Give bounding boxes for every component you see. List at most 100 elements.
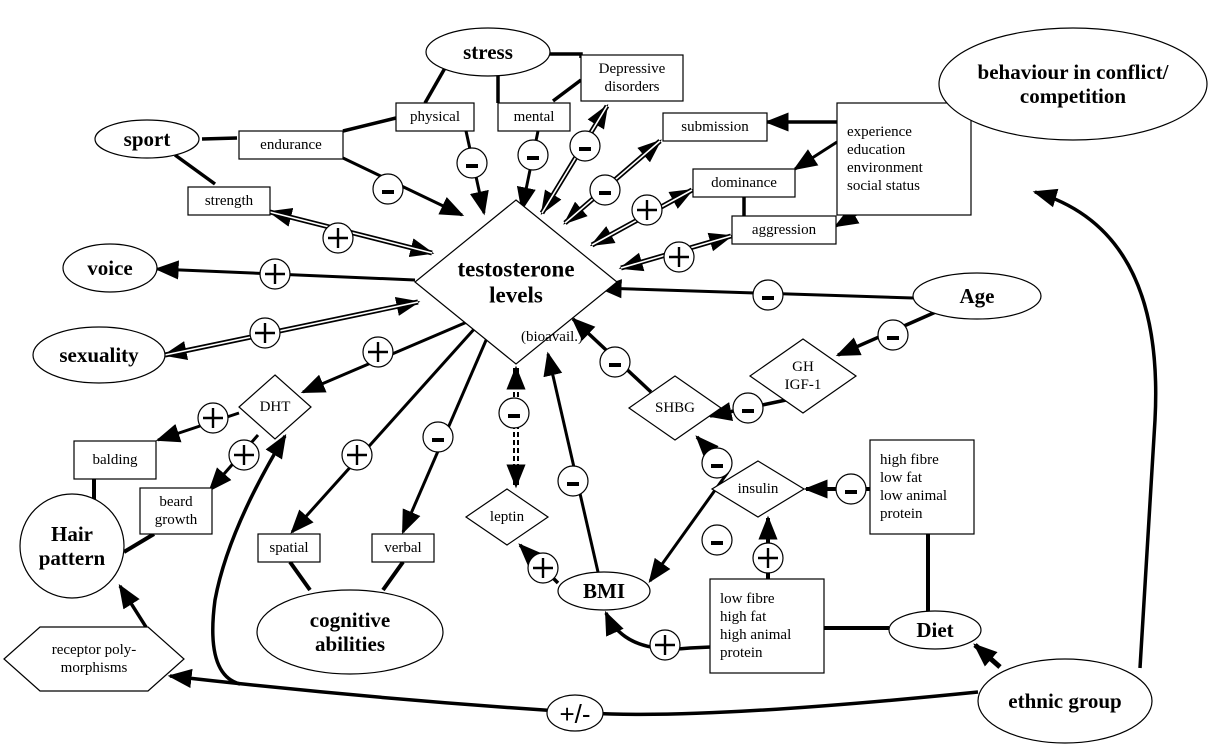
node-strength: strength [187, 186, 271, 216]
sign-plus-testosterone-sexuality [249, 317, 281, 349]
sign-minus-mental-testosterone [517, 139, 549, 171]
node-label: protein [720, 645, 763, 661]
edge-spatial-to-cognitive [288, 560, 312, 592]
sign-label: +/- [559, 699, 590, 729]
node-shape-rect [187, 186, 271, 216]
node-label: submission [681, 119, 749, 135]
minus-glyph [609, 363, 621, 367]
sign-minus-testosterone-submission [589, 174, 621, 206]
edge-line [118, 583, 148, 628]
sign-plus-testosterone-spatial [341, 439, 373, 471]
sign-minus-insulin-shbg [701, 447, 733, 479]
node-endurance: endurance [238, 130, 344, 160]
node-label: protein [880, 506, 923, 522]
sign-badge [517, 139, 549, 171]
node-label: testosterone [457, 256, 574, 281]
node-stress: stress [425, 27, 551, 77]
node-shape-diamond [464, 488, 550, 546]
sign-minus-gh-shbg [732, 392, 764, 424]
sign-badge [752, 279, 784, 311]
sign-plus-bmi-leptin [527, 552, 559, 584]
node-voice: voice [62, 243, 158, 293]
node-ethnic: ethnic group [977, 658, 1153, 744]
sign-plus-testosterone-dht [362, 336, 394, 368]
minus-glyph [527, 156, 539, 160]
node-label: receptor poly- [52, 642, 137, 658]
node-label: experience [847, 124, 912, 140]
node-label: SHBG [655, 400, 695, 416]
node-insulin: insulin [710, 460, 806, 518]
edge-verbal-to-cognitive [381, 560, 405, 592]
edge-line [122, 532, 156, 554]
node-shape-diamond [710, 460, 806, 518]
edge-line [792, 140, 838, 171]
node-dominance: dominance [692, 168, 796, 198]
edge-endurance-to-physical [342, 116, 397, 133]
node-shape-hexagon [3, 626, 185, 692]
node-label: strength [205, 193, 254, 209]
node-label: sport [124, 127, 171, 151]
node-label: spatial [269, 540, 308, 556]
edge-receptor-to-hair [118, 583, 148, 628]
node-label: Depressive [599, 61, 666, 77]
node-label: verbal [384, 540, 421, 556]
plus-glyph [234, 445, 254, 465]
node-shape-ellipse [977, 658, 1153, 744]
edge-experience-to-dominance [792, 140, 838, 171]
node-shape-diamond [414, 199, 618, 365]
node-physical: physical [395, 102, 475, 132]
sign-plus-testosterone-strength [322, 222, 354, 254]
node-label: education [847, 142, 906, 158]
node-verbal: verbal [371, 533, 435, 563]
node-shape-circle [19, 493, 125, 599]
node-label: physical [410, 109, 460, 125]
node-dht: DHT [238, 374, 312, 440]
sign-plus-lowfibre-insulin [752, 542, 784, 574]
sign-badge [589, 174, 621, 206]
node-label: aggression [752, 222, 817, 238]
minus-glyph [508, 414, 520, 418]
node-leptin: leptin [464, 488, 550, 546]
node-shape-ellipse [938, 27, 1208, 141]
node-submission: submission [662, 112, 768, 142]
sign-badge [569, 130, 601, 162]
node-label: DHT [260, 399, 291, 415]
sign-minus-testosterone-depressive [569, 130, 601, 162]
node-sexuality: sexuality [32, 326, 166, 384]
node-label: voice [87, 256, 132, 280]
edge-line [551, 78, 583, 103]
sign-badge [599, 346, 631, 378]
edge-line [973, 643, 1002, 669]
minus-glyph [432, 438, 444, 442]
node-shape-rect [139, 487, 213, 535]
sign-plus-testosterone-aggression [663, 241, 695, 273]
node-bmi: BMI [557, 571, 651, 611]
node-label: endurance [260, 137, 322, 153]
sign-badge [701, 447, 733, 479]
node-label: low animal [880, 488, 947, 504]
node-shape-rect [580, 54, 684, 102]
node-label: leptin [490, 509, 525, 525]
node-shape-ellipse [94, 119, 200, 159]
sign-minus-physical-testosterone [456, 147, 488, 179]
node-shbg: SHBG [627, 375, 723, 441]
plus-glyph [758, 548, 778, 568]
node-label: morphisms [61, 660, 128, 676]
plus-glyph [533, 558, 553, 578]
sign-badge [422, 421, 454, 453]
edge-line [201, 136, 238, 141]
edge-ethnic-to-behaviour [1032, 188, 1158, 669]
minus-glyph [382, 190, 394, 194]
edge-line [173, 153, 217, 186]
sign-plus-dht-balding [197, 402, 229, 434]
edge-line [342, 116, 397, 133]
node-shape-diamond [238, 374, 312, 440]
node-shape-rect [836, 102, 972, 216]
notes-layer: (bioavail.) [521, 329, 583, 345]
